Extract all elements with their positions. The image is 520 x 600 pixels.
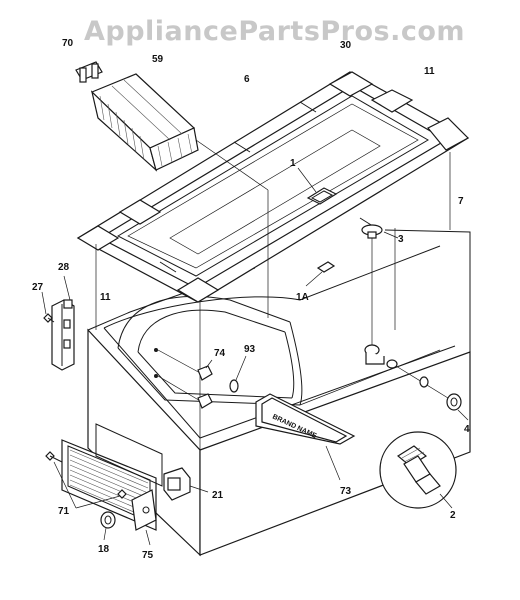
- screw-part-27: [43, 313, 55, 323]
- callout-4: 4: [464, 424, 470, 435]
- detail-circle-part-2: [379, 431, 457, 509]
- callout-2: 2: [450, 510, 456, 521]
- callout-11-left: 11: [100, 292, 111, 303]
- drain-plug-part-3: [361, 224, 383, 239]
- lid-gasket-frame: [76, 71, 470, 303]
- screw-hole: [154, 374, 158, 378]
- clip-part-70: [75, 61, 103, 83]
- latch-part-1a: [316, 261, 336, 273]
- knob-part-18: [100, 511, 116, 529]
- drain-ring: [419, 376, 429, 388]
- grille-screw: [45, 451, 63, 463]
- grille-opening: [95, 423, 163, 487]
- basket-part-59: [90, 73, 199, 172]
- drain-tube: [364, 344, 398, 369]
- screw-hole: [154, 348, 158, 352]
- callout-3: 3: [398, 234, 404, 245]
- lid-handle-part-1: [306, 187, 338, 205]
- callout-73: 73: [340, 486, 352, 497]
- thermostat-part-21: [163, 467, 191, 501]
- callout-labels: 70 59 30 6 11 1 7 3 1A 28 27 11 74 93 4 …: [32, 38, 470, 561]
- callout-93: 93: [244, 344, 256, 355]
- callout-11-top: 11: [424, 66, 435, 77]
- watermark: AppliancePartsPros.com: [84, 16, 465, 47]
- callout-27: 27: [32, 282, 44, 293]
- callout-21: 21: [212, 490, 224, 501]
- callout-28: 28: [58, 262, 70, 273]
- bulb-part-93: [229, 379, 239, 393]
- light-socket-part-74: [197, 365, 213, 409]
- callout-59: 59: [152, 54, 164, 65]
- callout-7: 7: [458, 196, 464, 207]
- callout-1a: 1A: [296, 292, 309, 303]
- drain-cap-part-4: [446, 393, 462, 411]
- callout-30: 30: [340, 40, 352, 51]
- callout-75: 75: [142, 550, 154, 561]
- callout-70: 70: [62, 38, 74, 49]
- callout-71: 71: [58, 506, 70, 517]
- callout-74: 74: [214, 348, 226, 359]
- hinge-part-28: [51, 299, 75, 371]
- control-plate-part-75: [131, 489, 157, 531]
- callout-18: 18: [98, 544, 110, 555]
- callout-6: 6: [244, 74, 250, 85]
- callout-1: 1: [290, 158, 296, 169]
